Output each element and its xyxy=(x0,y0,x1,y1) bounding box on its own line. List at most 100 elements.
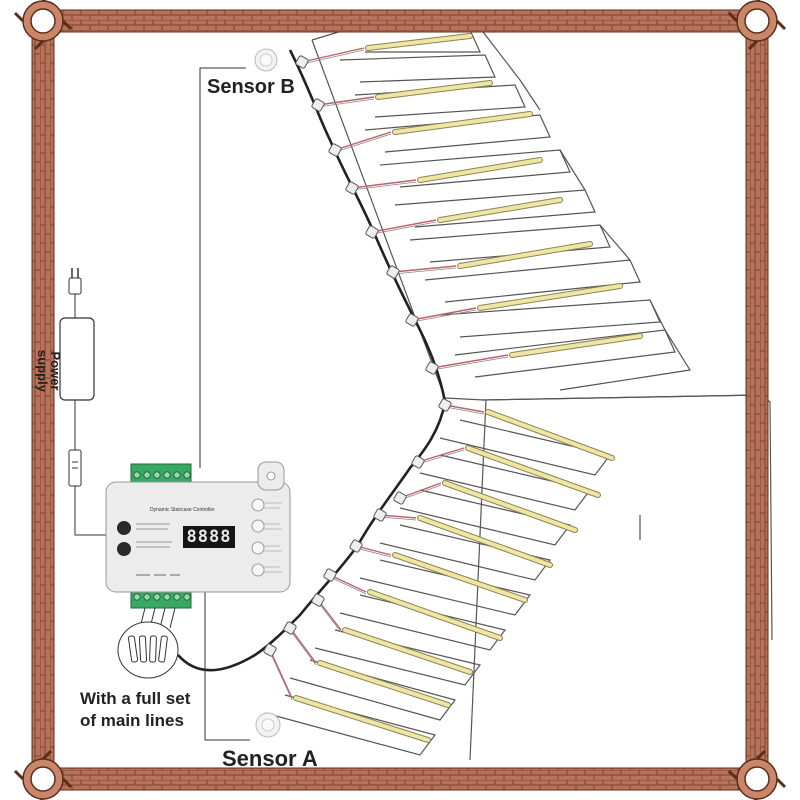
junction-connector xyxy=(411,455,425,469)
terminal-screw xyxy=(183,593,191,601)
terminal-screw xyxy=(133,593,141,601)
grey-wire xyxy=(269,651,293,701)
red-wire xyxy=(334,131,392,151)
upper-step xyxy=(454,329,676,378)
grey-wire xyxy=(444,406,485,415)
stair-side-wall xyxy=(469,394,773,761)
grey-wire xyxy=(289,629,317,666)
red-wire xyxy=(371,219,437,233)
led-strips xyxy=(293,33,643,743)
corner-flourish xyxy=(727,0,787,51)
connection-wires xyxy=(269,47,509,701)
led-strip xyxy=(318,661,450,707)
junction-connector xyxy=(311,98,325,112)
red-wire xyxy=(329,574,367,593)
red-wire xyxy=(392,265,457,273)
red-wire xyxy=(411,307,477,321)
led-strip xyxy=(438,198,562,222)
red-wire xyxy=(317,96,375,106)
sensor-b-label: Sensor B xyxy=(207,76,295,98)
corner-inner xyxy=(744,8,770,34)
main-line-plug xyxy=(127,635,139,663)
led-strip xyxy=(510,334,642,357)
upper-step xyxy=(379,149,571,188)
junction-connector xyxy=(311,593,325,607)
led-strip xyxy=(368,590,502,640)
power-supply-label: Power supply xyxy=(35,350,63,392)
terminal-screw xyxy=(183,471,191,479)
terminal-screw xyxy=(163,471,171,479)
power-supply xyxy=(59,268,108,536)
junction-connector xyxy=(365,225,379,239)
corner-ornament xyxy=(727,0,787,51)
grey-wire xyxy=(392,267,457,275)
junction-connector xyxy=(295,55,309,69)
junction-connector xyxy=(405,313,419,327)
terminal-screw xyxy=(143,471,151,479)
led-strip xyxy=(418,516,552,567)
terminal-screw xyxy=(173,593,181,601)
junction-connector xyxy=(283,621,297,635)
main-harness-cable xyxy=(177,49,447,672)
corner-flourish xyxy=(727,749,787,800)
upper-step xyxy=(339,54,496,83)
led-strip xyxy=(393,112,532,134)
led-strip xyxy=(443,481,577,532)
red-wire xyxy=(301,47,365,63)
led-strip xyxy=(376,81,492,99)
terminal-screw xyxy=(153,471,161,479)
upper-flight-edge xyxy=(311,27,691,399)
grey-wire xyxy=(371,221,437,235)
led-strip xyxy=(393,553,527,602)
red-wire xyxy=(355,545,392,556)
upper-step xyxy=(439,299,661,338)
terminal-screw xyxy=(133,471,141,479)
grey-wire xyxy=(417,449,465,465)
lower-step xyxy=(339,594,507,651)
grey-wire xyxy=(431,356,509,371)
led-strip xyxy=(366,34,472,50)
corner-ornament xyxy=(13,749,73,800)
junction-connector xyxy=(373,508,387,522)
upper-step xyxy=(394,189,596,228)
sensor-b-line xyxy=(199,57,269,468)
grey-wire xyxy=(351,181,417,191)
main-line-plug xyxy=(158,635,168,663)
frame-corner-ornaments xyxy=(13,0,787,800)
lower-step xyxy=(314,629,482,686)
corner-ornament xyxy=(13,0,73,51)
junction-connector xyxy=(328,143,342,157)
junction-connector xyxy=(345,181,359,195)
red-wire xyxy=(431,354,509,369)
main-lines-label: With a full set of main lines xyxy=(80,688,190,732)
upper-step xyxy=(424,259,641,303)
lower-step xyxy=(289,659,457,721)
red-wire xyxy=(269,649,293,699)
corner-flourish xyxy=(13,0,73,51)
main-line-plug xyxy=(138,635,148,663)
controller-title: Dynamic Staircase Controller xyxy=(150,507,215,513)
led-strip xyxy=(466,446,600,497)
grey-wire xyxy=(355,547,392,558)
lower-step xyxy=(399,489,572,546)
junction-connectors xyxy=(263,55,452,657)
terminal-screw xyxy=(163,593,171,601)
led-strip xyxy=(458,242,592,268)
lower-step xyxy=(379,524,552,581)
led-strip xyxy=(486,410,614,460)
stair-landing xyxy=(311,29,761,401)
grey-wire xyxy=(379,516,417,521)
sensor-a-device xyxy=(255,712,281,738)
main-lines-bundle xyxy=(117,607,179,679)
corner-flourish xyxy=(13,749,73,800)
lower-step xyxy=(264,694,437,756)
red-wire xyxy=(399,482,442,499)
lower-step xyxy=(359,559,532,616)
corner-inner xyxy=(30,8,56,34)
junction-connector xyxy=(386,265,400,279)
main-line-plug xyxy=(149,635,157,663)
terminal-screw xyxy=(153,593,161,601)
terminal-screw xyxy=(143,593,151,601)
junction-connector xyxy=(438,398,452,412)
controller-display: 8888 xyxy=(183,526,235,548)
